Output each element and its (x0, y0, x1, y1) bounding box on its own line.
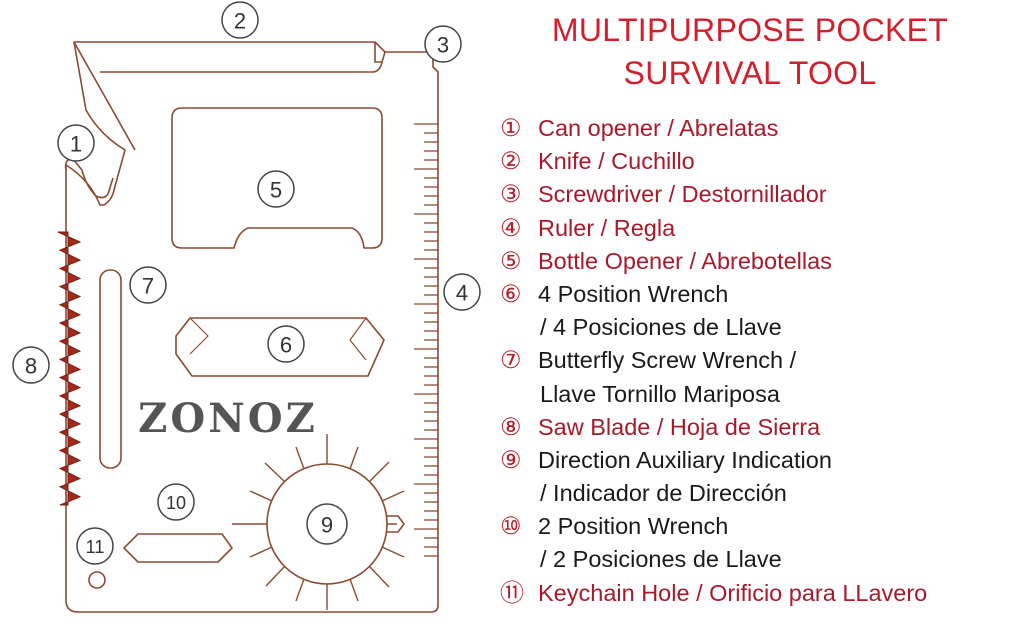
legend-number: ⑦ (500, 347, 522, 375)
callout-2: 2 (234, 9, 246, 34)
legend-label: 2 Position Wrench (538, 513, 729, 540)
knife-blade (73, 41, 136, 151)
legend-number: ⑩ (500, 513, 522, 541)
legend-number: ① (500, 115, 522, 142)
tool-diagram: 1 2 3 4 5 6 7 8 9 10 11 ZONOZ (12, 1, 481, 613)
callout-circle-5 (257, 170, 295, 208)
legend-label: Knife / Cuchillo (538, 148, 695, 175)
compass-spokes (232, 434, 405, 610)
two-position-wrench (123, 533, 233, 563)
screwdriver-tip (374, 42, 382, 63)
legend-number: ② (500, 148, 522, 176)
legend-number: ⑧ (500, 413, 522, 441)
callout-1: 1 (70, 132, 82, 157)
page-title-line-1: MULTIPURPOSE POCKET (551, 12, 949, 48)
saw-blade (57, 231, 82, 506)
callout-9: 9 (321, 513, 333, 538)
callout-circle-1 (57, 124, 95, 162)
legend-item-6-continuation: / 4 Posiciones de Llave (540, 314, 782, 341)
legend-label: Bottle Opener / Abrebotellas (538, 247, 832, 274)
brand-logo: ZONOZ (138, 395, 318, 442)
card-outline (65, 41, 439, 613)
callout-circle-4 (443, 273, 481, 311)
legend-label: Butterfly Screw Wrench / (538, 347, 797, 374)
callout-circle-3 (424, 25, 462, 63)
legend-item-7: ⑦ Butterfly Screw Wrench / (500, 344, 1020, 377)
legend-number: ⑤ (500, 247, 522, 275)
legend-item-8: ⑧ Saw Blade / Hoja de Sierra (500, 411, 1020, 444)
callout-circle-11 (76, 527, 114, 565)
can-opener-hook (64, 157, 114, 199)
legend-number: ③ (500, 181, 522, 209)
legend-label: Can opener / Abrelatas (538, 115, 779, 141)
legend-item-9-continuation: / Indicador de Dirección (540, 480, 787, 507)
legend-item-10: ⑩ 2 Position Wrench (500, 510, 1020, 543)
legend-item-10-continuation: / 2 Posiciones de Llave (540, 546, 782, 573)
bottle-opener-shape (171, 107, 383, 249)
page-title-line-2: SURVIVAL TOOL (623, 55, 877, 91)
callout-circle-9 (306, 503, 348, 545)
callout-circle-10 (157, 483, 195, 521)
legend-number: ⑨ (500, 446, 522, 474)
legend-item-9: ⑨ Direction Auxiliary Indication (500, 444, 1020, 477)
keychain-hole (88, 571, 106, 589)
legend-number: ④ (500, 214, 522, 242)
callout-11: 11 (86, 537, 105, 557)
legend-item-4: ④ Ruler / Regla (500, 212, 1020, 245)
legend-item-11: ⑪ Keychain Hole / Orificio para LLavero (500, 577, 1020, 610)
callout-3: 3 (437, 33, 449, 58)
legend-label: 4 Position Wrench (538, 280, 729, 307)
four-position-wrench (175, 317, 385, 377)
callout-circle-8 (12, 346, 50, 384)
callout-4: 4 (456, 281, 468, 306)
legend-label: Ruler / Regla (538, 214, 676, 241)
callout-6: 6 (280, 333, 292, 358)
compass-pointer (387, 515, 405, 533)
callout-circle-7 (129, 266, 167, 304)
legend-number: ⑥ (500, 280, 522, 308)
legend-label: Direction Auxiliary Indication (538, 446, 832, 473)
legend-item-7-continuation: Llave Tornillo Mariposa (540, 380, 780, 407)
legend-label: Screwdriver / Destornillador (538, 181, 827, 208)
legend-item-5: ⑤ Bottle Opener / Abrebotellas (500, 245, 1020, 278)
legend-number: ⑪ (500, 579, 524, 607)
callout-5: 5 (270, 178, 282, 203)
callout-circle-6 (267, 325, 305, 363)
callout-circle-2 (221, 1, 259, 39)
ruler-ticks (414, 123, 438, 557)
callout-10: 10 (166, 493, 186, 513)
legend-label: Saw Blade / Hoja de Sierra (538, 413, 821, 440)
legend-item-6: ⑥ 4 Position Wrench (500, 278, 1020, 311)
legend-label: Keychain Hole / Orificio para LLavero (538, 579, 928, 606)
legend-list: ① Can opener / Abrelatas ② Knife / Cuchillo… (500, 112, 1020, 610)
legend-item-2: ② Knife / Cuchillo (500, 145, 1020, 178)
callout-8: 8 (25, 354, 37, 379)
legend-item-1: ① Can opener / Abrelatas (500, 112, 1020, 145)
butterfly-slot (99, 269, 122, 469)
knife-edge (100, 51, 386, 73)
legend-item-3: ③ Screwdriver / Destornillador (500, 178, 1020, 211)
callout-7: 7 (142, 274, 154, 299)
